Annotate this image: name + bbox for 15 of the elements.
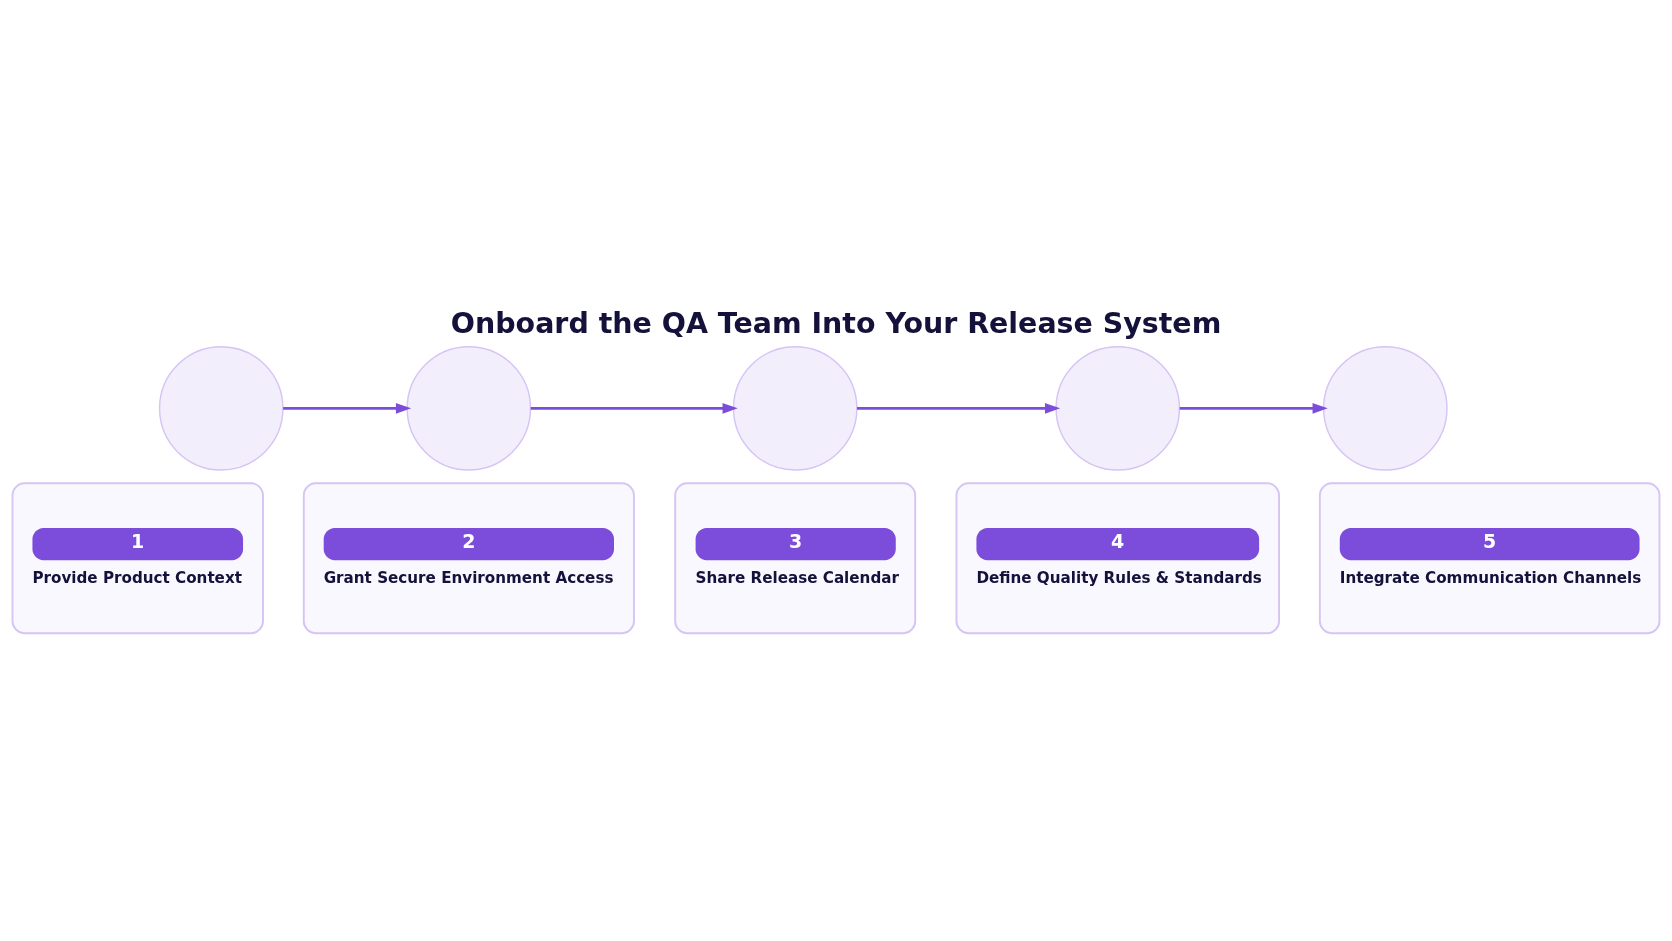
- node-circle: [158, 346, 284, 471]
- arrow: [530, 403, 738, 414]
- arrow: [283, 403, 412, 414]
- node-box: 2 Grant Secure Environment Access: [302, 482, 635, 635]
- node-circle: [1055, 346, 1181, 471]
- node-circle: [1322, 346, 1448, 471]
- node-circle: [732, 346, 858, 471]
- node-box: 4 Define Quality Rules & Standards: [955, 482, 1280, 635]
- node-box: 3 Share Release Calendar: [674, 482, 917, 635]
- node-circle: [406, 346, 532, 471]
- arrow: [1179, 403, 1328, 414]
- node-box: 5 Integrate Communication Channels: [1318, 482, 1661, 635]
- arrow: [856, 403, 1061, 414]
- diagram-title: Onboard the QA Team Into Your Release System: [450, 307, 1222, 341]
- node-box: 1 Provide Product Context: [11, 482, 264, 635]
